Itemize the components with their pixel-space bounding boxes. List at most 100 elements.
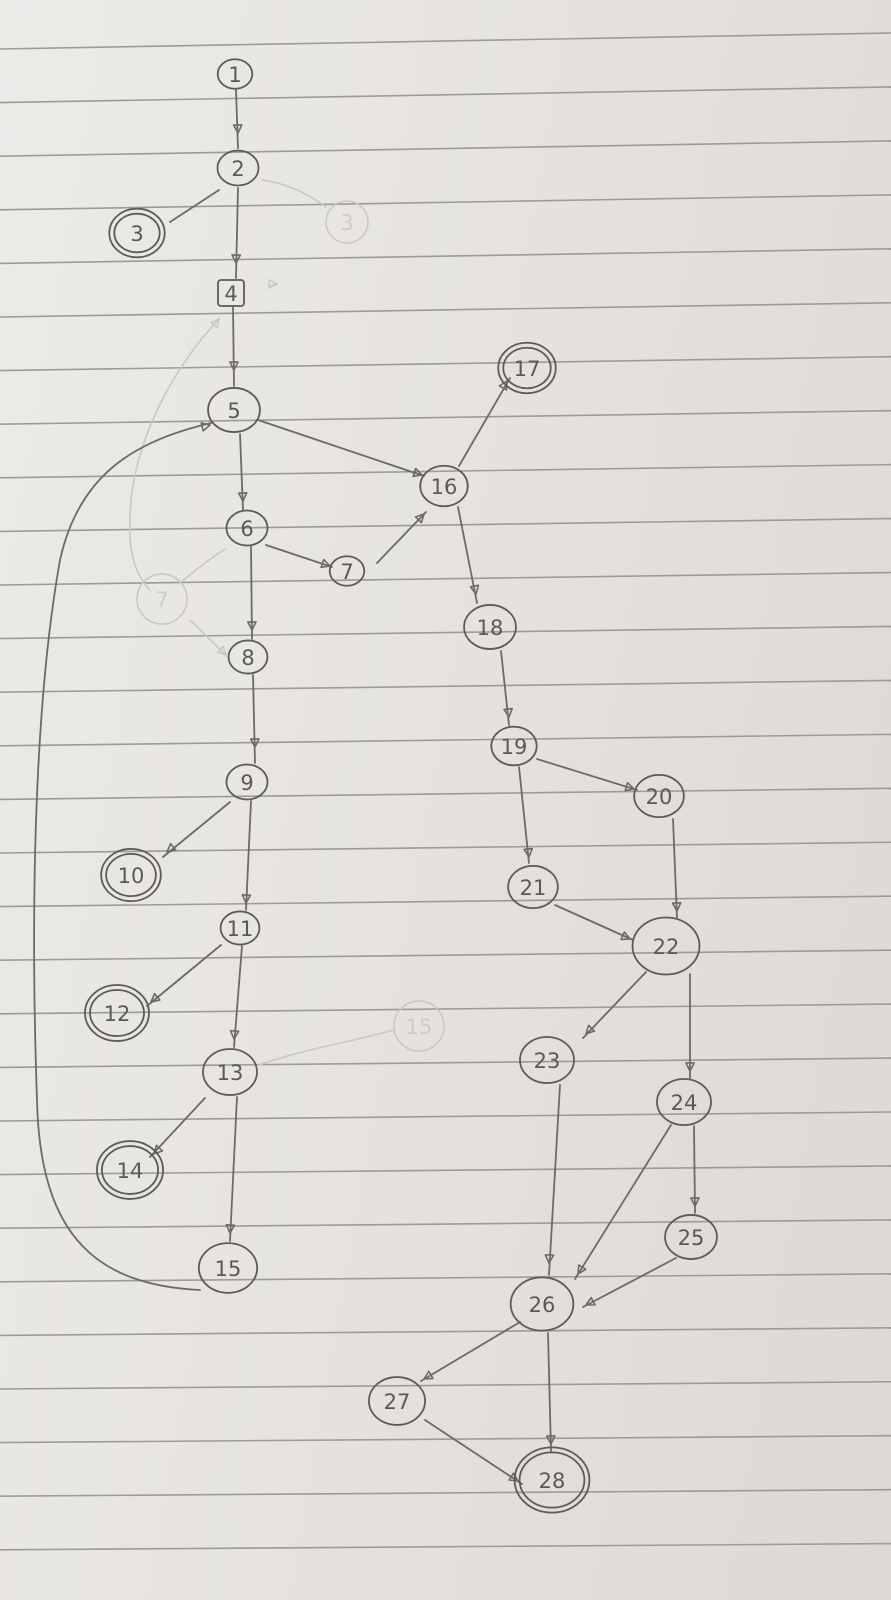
edge-n2-n3 <box>169 189 220 223</box>
edge-n25-n26 <box>582 1257 677 1308</box>
erased-node-label: 15 <box>406 1015 433 1039</box>
arrowhead <box>247 621 257 631</box>
arrowhead <box>671 902 682 912</box>
node-outline <box>656 1078 712 1126</box>
node-26: 26 <box>509 1276 575 1332</box>
arrowhead <box>544 1253 555 1264</box>
node-outline <box>101 1145 159 1195</box>
edge-n26-n28 <box>547 1332 552 1452</box>
ruled-line <box>0 949 891 961</box>
edge-n16-n18 <box>457 506 478 604</box>
node-3: 3 <box>108 207 166 259</box>
arrowhead <box>412 467 423 478</box>
arrowhead <box>209 317 220 330</box>
node-18: 18 <box>463 604 517 650</box>
node-22: 22 <box>631 916 701 976</box>
edge-n13-n15 <box>229 1096 238 1242</box>
ruled-line <box>0 1111 891 1122</box>
edge-n5-n16 <box>257 419 425 477</box>
node-outline <box>518 1451 586 1509</box>
node-19: 19 <box>490 725 538 767</box>
edge-n6-n8 <box>250 546 253 640</box>
erased-node-outline <box>325 200 369 244</box>
arrowhead <box>508 1472 519 1482</box>
erased-node-7: 7 <box>136 573 188 625</box>
node-outline <box>502 346 552 390</box>
edge-n19-n20 <box>536 758 638 791</box>
arrowhead <box>585 1296 596 1306</box>
erased-edge-n6-f7 <box>177 548 226 585</box>
node-outline <box>519 1036 575 1084</box>
node-17: 17 <box>497 341 557 395</box>
ruled-line <box>0 32 891 50</box>
node-outline <box>664 1214 718 1260</box>
edge-n8-n9 <box>252 674 256 764</box>
node-23: 23 <box>519 1036 575 1084</box>
ruled-line <box>0 248 891 265</box>
ruled-line <box>0 140 891 157</box>
ruled-line <box>0 625 891 640</box>
edge-n6-n7 <box>265 544 333 568</box>
ruled-line <box>0 1542 891 1551</box>
node-6: 6 <box>225 509 269 547</box>
edge-n21-n22 <box>554 904 634 941</box>
erased-edge-n13-f15 <box>258 1029 395 1066</box>
ruled-line <box>0 1165 891 1176</box>
arrowhead <box>200 422 211 432</box>
arrowhead <box>545 1435 556 1445</box>
arrowhead <box>268 278 279 290</box>
ruled-line <box>0 733 891 747</box>
edge-n22-n23 <box>582 971 647 1039</box>
ruled-line <box>0 409 891 425</box>
ruled-line <box>0 841 891 854</box>
arrowhead <box>153 1144 164 1155</box>
arrowhead <box>620 931 631 941</box>
node-outline <box>207 387 261 433</box>
node-outline <box>463 604 517 650</box>
ruled-line <box>0 1380 891 1390</box>
node-8: 8 <box>227 639 269 675</box>
node-outline <box>633 773 685 819</box>
node-label: 6 <box>240 517 253 541</box>
edge-n11-n12 <box>146 944 222 1007</box>
node-outline <box>202 1048 258 1096</box>
arrowhead <box>423 1370 434 1380</box>
node-outline <box>216 149 260 187</box>
final-state-ring <box>513 1446 591 1514</box>
edge-n2-n4 <box>235 187 239 279</box>
edge-n13-n14 <box>149 1097 206 1158</box>
edge-n20-n22 <box>672 818 678 919</box>
node-label: 19 <box>501 735 528 759</box>
node-11: 11 <box>219 910 261 946</box>
node-10: 10 <box>100 847 162 903</box>
arrowhead <box>237 492 248 502</box>
ruled-line <box>0 787 891 801</box>
arrowhead <box>150 992 161 1003</box>
node-outline <box>227 639 269 675</box>
node-outline <box>419 464 469 508</box>
node-27: 27 <box>368 1376 426 1426</box>
edge-n18-n19 <box>500 650 510 726</box>
erased-node-outline <box>136 573 188 625</box>
arrowhead <box>231 254 242 264</box>
graph-nodes: 3715123456789101112131415161718192021222… <box>84 58 718 1514</box>
graph-edges <box>33 89 700 1485</box>
edge-n1-n2 <box>235 89 239 149</box>
arrowhead <box>320 558 331 569</box>
arrowhead <box>690 1197 700 1207</box>
node-label: 13 <box>217 1061 244 1085</box>
arrowhead <box>249 738 260 748</box>
ruled-lines <box>0 32 891 1551</box>
node-label: 10 <box>118 864 145 888</box>
node-outline <box>225 763 269 801</box>
node-outline <box>216 58 254 90</box>
edge-n9-n11 <box>245 800 252 911</box>
ruled-line <box>0 1057 891 1069</box>
node-outline <box>197 1242 259 1294</box>
arrowhead <box>229 361 239 371</box>
node-label: 9 <box>240 771 253 795</box>
arrowhead <box>232 124 243 134</box>
arrowhead <box>241 894 252 904</box>
node-20: 20 <box>633 773 685 819</box>
arrowhead <box>585 1024 596 1035</box>
